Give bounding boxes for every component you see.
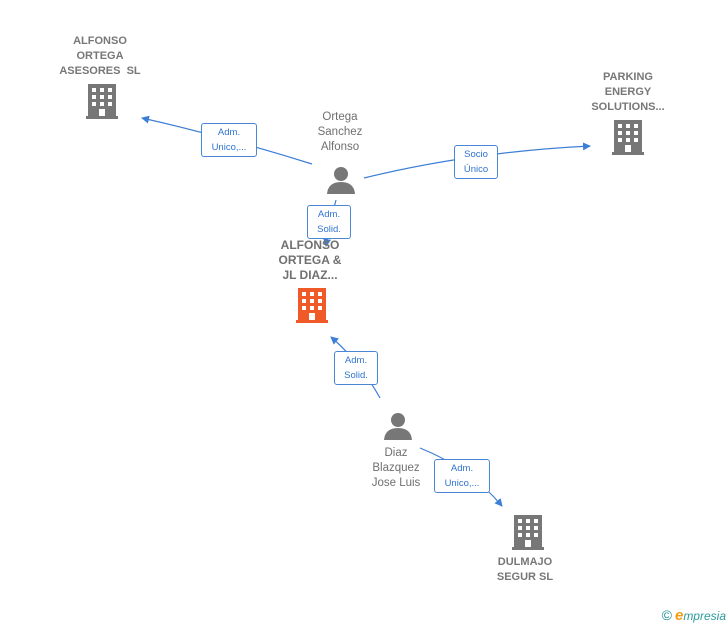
label-line: ORTEGA bbox=[76, 50, 124, 62]
edge-label-line: Unico,... bbox=[444, 478, 480, 489]
label-line: ENERGY bbox=[604, 86, 652, 98]
label-line: Sanchez bbox=[317, 126, 363, 138]
company-label-parking-energy[interactable]: PARKING ENERGY SOLUTIONS... bbox=[576, 70, 680, 115]
label-line: Ortega bbox=[322, 111, 358, 123]
person-icon[interactable] bbox=[327, 167, 355, 194]
empresia-brand[interactable]: ©empresia bbox=[662, 607, 726, 624]
label-line: SEGUR SL bbox=[496, 571, 554, 583]
copyright-symbol: © bbox=[661, 607, 672, 623]
label-line: Diaz bbox=[384, 447, 408, 459]
edge-label-line: Adm. bbox=[450, 463, 474, 474]
building-icon[interactable] bbox=[512, 515, 544, 550]
company-label-alfonso-ortega-asesores[interactable]: ALFONSO ORTEGA ASESORES SL bbox=[48, 34, 152, 79]
edge-label-line: Solid. bbox=[317, 224, 341, 235]
label-line: ALFONSO bbox=[73, 35, 127, 47]
label-line: ALFONSO bbox=[280, 238, 340, 252]
label-line: SOLUTIONS... bbox=[591, 101, 665, 113]
label-line: ASESORES SL bbox=[59, 65, 141, 77]
label-line: JL DIAZ... bbox=[282, 268, 338, 282]
edge-label-line: Adm. bbox=[217, 127, 241, 138]
label-line: DULMAJO bbox=[497, 556, 553, 568]
label-line: Alfonso bbox=[320, 141, 360, 153]
edge-label-line: Adm. bbox=[317, 209, 341, 220]
edge-label-line: Adm. bbox=[344, 355, 368, 366]
edge-label-line: Único bbox=[463, 164, 489, 175]
edge-label-ortega-focal[interactable]: Adm. Solid. bbox=[307, 205, 351, 239]
company-label-focal[interactable]: ALFONSO ORTEGA & JL DIAZ... bbox=[262, 238, 358, 283]
person-icon[interactable] bbox=[384, 413, 412, 440]
building-icon[interactable] bbox=[296, 288, 328, 323]
building-icon[interactable] bbox=[86, 84, 118, 119]
edge-label-diaz-focal[interactable]: Adm. Solid. bbox=[334, 351, 378, 385]
edge-label-ortega-asesores[interactable]: Adm. Unico,... bbox=[201, 123, 257, 157]
edge-label-line: Socio bbox=[464, 149, 488, 160]
edge-label-line: Unico,... bbox=[211, 142, 247, 153]
edge-label-line: Solid. bbox=[344, 370, 368, 381]
label-line: PARKING bbox=[603, 71, 653, 83]
brand-name: mpresia bbox=[683, 609, 726, 623]
label-line: ORTEGA & bbox=[278, 253, 342, 267]
label-line: Blazquez bbox=[372, 462, 420, 474]
person-label-diaz-blazquez[interactable]: Diaz Blazquez Jose Luis bbox=[354, 446, 438, 491]
building-icon[interactable] bbox=[612, 120, 644, 155]
edge-label-ortega-parking[interactable]: Socio Único bbox=[454, 145, 498, 179]
brand-initial: e bbox=[674, 607, 684, 624]
edge-label-diaz-dulmajo[interactable]: Adm. Unico,... bbox=[434, 459, 490, 493]
person-label-ortega-sanchez[interactable]: Ortega Sanchez Alfonso bbox=[300, 110, 380, 155]
label-line: Jose Luis bbox=[371, 477, 421, 489]
company-label-dulmajo[interactable]: DULMAJO SEGUR SL bbox=[480, 555, 570, 585]
